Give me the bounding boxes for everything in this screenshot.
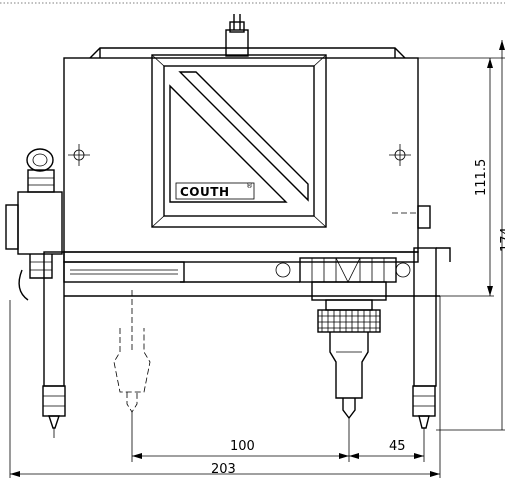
brand-label: COUTH: [180, 185, 229, 199]
dim-upper-label: 111.5: [474, 159, 489, 196]
mount-hole-right: [389, 144, 411, 166]
marking-head: [299, 257, 397, 438]
dim-lower-label: 174: [499, 227, 505, 252]
side-stud: [392, 205, 431, 229]
front-panel: [151, 54, 327, 228]
dim-spacing-right: 45: [349, 438, 425, 462]
knurled-nut: [317, 309, 381, 333]
mount-hole-left: [68, 144, 90, 166]
dim-spacing-center: 100: [131, 438, 350, 462]
left-connector: [5, 148, 63, 301]
right-pin: [412, 247, 451, 438]
dim-total-label: 203: [211, 462, 236, 477]
housing-top-rim: [89, 47, 406, 59]
dim-height-lower: 174: [499, 40, 505, 430]
dim-height-upper: 111.5: [418, 57, 505, 297]
brand-logo: COUTH ®: [175, 182, 255, 200]
logo-stripe: [169, 71, 309, 203]
left-pin: [42, 251, 66, 438]
dim-right-label: 45: [389, 439, 406, 454]
ghost-stylus: [113, 290, 151, 438]
dim-center-label: 100: [230, 439, 255, 454]
main-housing: [63, 57, 419, 253]
registered-mark-icon: ®: [246, 182, 253, 190]
top-cable: [225, 14, 249, 57]
dim-width-total: 203: [10, 462, 440, 477]
